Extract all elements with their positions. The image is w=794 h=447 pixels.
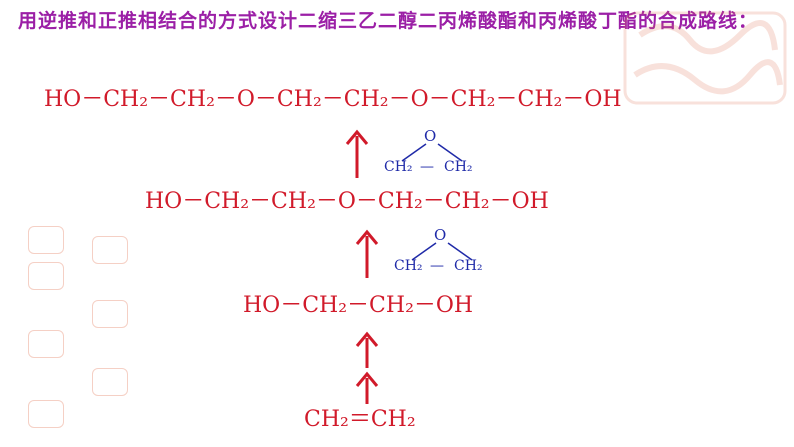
- up-arrow-icon: [355, 371, 379, 404]
- ch2-left-label: CH₂: [394, 258, 423, 274]
- epoxide-ring-icon: [401, 143, 463, 162]
- seal-watermark-icon: [92, 300, 128, 328]
- seal-watermark-icon: [92, 236, 128, 264]
- ch2-right-label: CH₂: [444, 159, 473, 175]
- formula-triethylene-glycol: HO－CH₂－CH₂－O－CH₂－CH₂－O－CH₂－CH₂－OH: [44, 86, 622, 114]
- formula-ethylene: CH₂＝CH₂: [304, 406, 416, 434]
- formula-text: HO－CH₂－CH₂－O－CH₂－CH₂－OH: [145, 189, 549, 214]
- ethylene-oxide-reagent: O CH₂ — CH₂: [380, 127, 500, 187]
- formula-text: CH₂＝CH₂: [304, 407, 416, 432]
- oxygen-label: O: [424, 127, 437, 145]
- ethylene-oxide-reagent: O CH₂ — CH₂: [390, 226, 510, 286]
- formula-diethylene-glycol: HO－CH₂－CH₂－O－CH₂－CH₂－OH: [145, 188, 549, 216]
- up-arrow-icon: [345, 129, 369, 178]
- formula-ethylene-glycol: HO－CH₂－CH₂－OH: [243, 292, 473, 320]
- seal-watermark-icon: [92, 368, 128, 396]
- ch2-right-label: CH₂: [454, 258, 483, 274]
- seal-watermark-icon: [623, 11, 787, 105]
- oxygen-label: O: [434, 226, 447, 244]
- seal-watermark-icon: [28, 226, 64, 254]
- seal-watermark-icon: [28, 262, 64, 290]
- formula-text: HO－CH₂－CH₂－OH: [243, 293, 474, 318]
- seal-watermark-icon: [28, 400, 64, 428]
- ring-bond-dash: —: [420, 159, 434, 175]
- formula-text: HO－CH₂－CH₂－O－CH₂－CH₂－O－CH₂－CH₂－OH: [44, 87, 622, 112]
- seal-watermark-icon: [28, 330, 64, 358]
- up-arrow-icon: [355, 229, 379, 278]
- ch2-left-label: CH₂: [384, 159, 413, 175]
- ring-bond-dash: —: [430, 258, 444, 274]
- page-title: 用逆推和正推相结合的方式设计二缩三乙二醇二丙烯酸酯和丙烯酸丁酯的合成路线：: [18, 10, 759, 32]
- epoxide-ring-icon: [411, 242, 473, 261]
- up-arrow-icon: [355, 331, 379, 368]
